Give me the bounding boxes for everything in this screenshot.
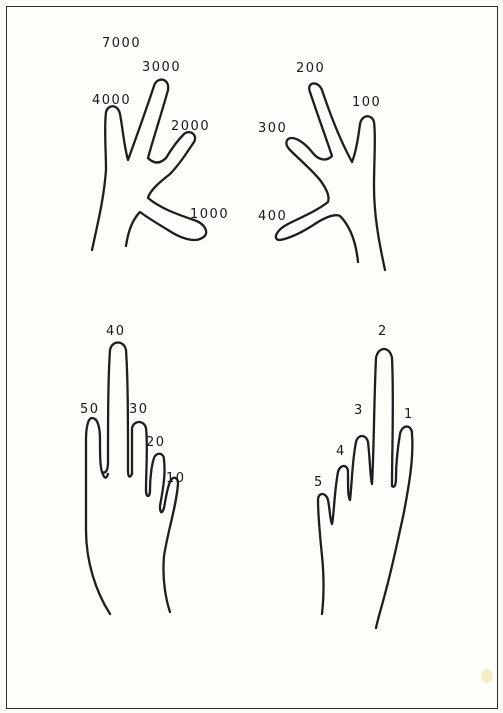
hand-units [318,349,412,628]
label-2: 2 [378,324,388,339]
label-100: 100 [352,95,381,110]
hand-hundreds [276,83,385,270]
hand-tens [86,343,178,615]
hand-units-outline [318,349,412,628]
label-50: 50 [80,402,100,417]
label-20: 20 [146,435,166,450]
label-40: 40 [106,324,126,339]
label-3000: 3000 [142,60,181,75]
label-7000: 7000 [102,36,141,51]
hand-tens-outline [86,343,178,615]
label-200: 200 [296,61,325,76]
label-300: 300 [258,121,287,136]
label-30: 30 [129,402,149,417]
hand-hundreds-outline [276,83,385,270]
label-4: 4 [336,444,346,459]
label-3: 3 [354,403,364,418]
label-400: 400 [258,209,287,224]
label-4000: 4000 [92,93,131,108]
label-2000: 2000 [171,119,210,134]
label-5: 5 [314,475,324,490]
paper-stain [481,669,493,683]
label-1: 1 [404,407,414,422]
label-10: 10 [166,471,186,486]
label-1000: 1000 [190,207,229,222]
